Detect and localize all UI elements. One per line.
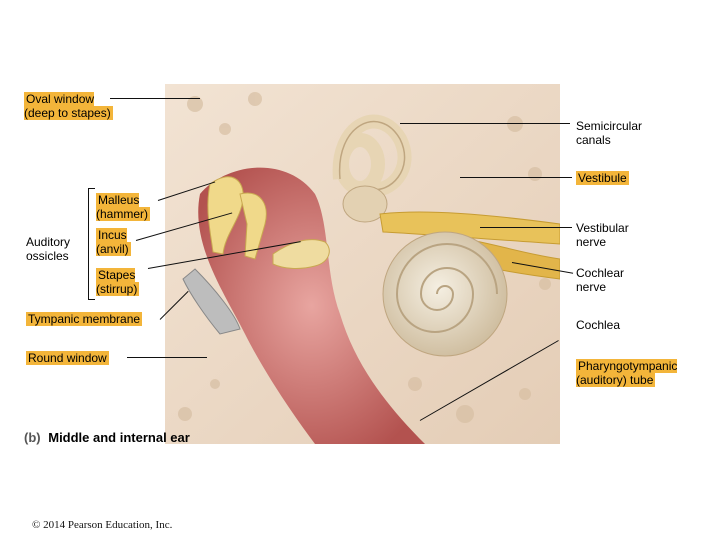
label-vestibule-text: Vestibule [576, 171, 629, 185]
label-auditory-ossicles: Auditory ossicles [26, 235, 70, 263]
label-pharyngotympanic-tube-text: Pharyngotympanic (auditory) tube [576, 359, 677, 387]
leader-semicircular-canals [400, 123, 570, 124]
label-cochlear-nerve: Cochlear nerve [576, 266, 624, 294]
label-malleus-text: Malleus (hammer) [96, 193, 150, 221]
figure-caption-text: Middle and internal ear [48, 430, 190, 445]
cochlea [383, 232, 507, 356]
auditory-ossicles-bracket [88, 188, 95, 300]
leader-vestibule [460, 177, 572, 178]
label-round-window: Round window [26, 351, 109, 365]
label-round-window-text: Round window [26, 351, 109, 365]
label-pharyngotympanic-tube: Pharyngotympanic (auditory) tube [576, 359, 677, 387]
copyright-notice: © 2014 Pearson Education, Inc. [32, 519, 172, 531]
label-incus-text: Incus (anvil) [96, 228, 131, 256]
label-malleus: Malleus (hammer) [96, 193, 150, 221]
ear-anatomy-illustration [165, 84, 560, 444]
label-vestibule: Vestibule [576, 171, 629, 185]
figure-caption-tag: (b) [24, 430, 41, 445]
label-semicircular-canals: Semicircular canals [576, 119, 642, 147]
label-cochlea: Cochlea [576, 318, 620, 332]
leader-vestibular-nerve [480, 227, 572, 228]
leader-oval-window [110, 98, 200, 99]
label-oval-window-text: Oval window (deep to stapes) [24, 92, 113, 120]
label-incus: Incus (anvil) [96, 228, 131, 256]
label-oval-window: Oval window (deep to stapes) [24, 92, 113, 120]
label-tympanic-membrane-text: Tympanic membrane [26, 312, 142, 326]
leader-round-window [127, 357, 207, 358]
label-stapes: Stapes (stirrup) [96, 268, 139, 296]
figure-caption: (b) Middle and internal ear [24, 430, 190, 445]
label-stapes-text: Stapes (stirrup) [96, 268, 139, 296]
label-vestibular-nerve: Vestibular nerve [576, 221, 629, 249]
label-tympanic-membrane: Tympanic membrane [26, 312, 142, 326]
